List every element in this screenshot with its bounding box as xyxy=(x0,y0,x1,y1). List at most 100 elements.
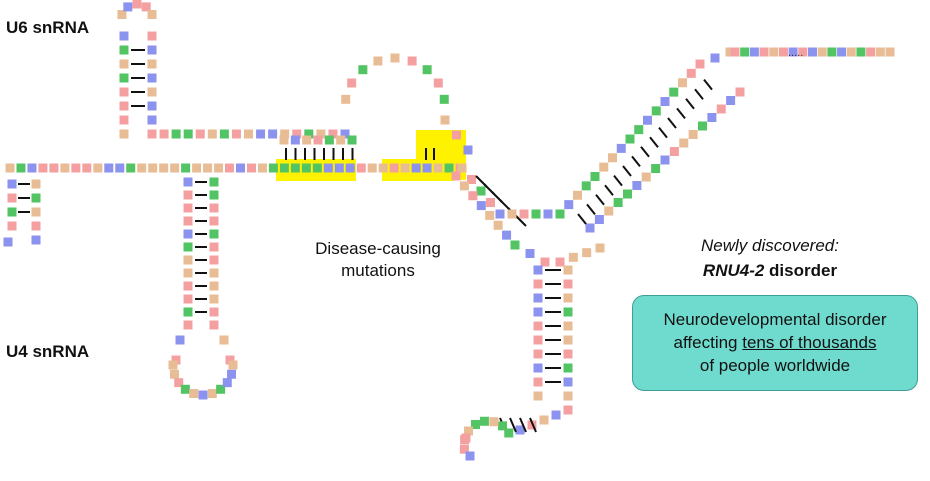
base-pair-bond xyxy=(694,88,704,100)
nucleotide xyxy=(147,31,157,41)
nucleotide xyxy=(778,47,788,57)
nucleotide xyxy=(7,221,17,231)
nucleotide xyxy=(209,216,219,226)
nucleotide xyxy=(507,209,517,219)
nucleotide xyxy=(837,47,847,57)
u4-snrna-label: U4 snRNA xyxy=(6,342,90,361)
nucleotide xyxy=(222,378,232,388)
nucleotide xyxy=(422,65,432,75)
nucleotide xyxy=(486,198,495,207)
nucleotide xyxy=(183,268,193,278)
nucleotide xyxy=(219,335,229,345)
nucleotide xyxy=(563,363,573,373)
nucleotide xyxy=(119,115,129,125)
nucleotide xyxy=(147,10,157,20)
nucleotide xyxy=(439,94,449,104)
base-pair-bond xyxy=(586,203,596,216)
nucleotide xyxy=(798,47,808,57)
nucleotide xyxy=(660,97,670,106)
nucleotide xyxy=(525,249,535,258)
nucleotide xyxy=(279,163,289,173)
base-pair-bond xyxy=(509,417,517,433)
nucleotide xyxy=(533,279,543,289)
nucleotide xyxy=(123,2,133,12)
nucleotide xyxy=(292,129,302,139)
nucleotide xyxy=(257,163,267,173)
nucleotide xyxy=(301,163,311,173)
nucleotide xyxy=(268,129,278,139)
nucleotide xyxy=(651,106,661,116)
nucleotide xyxy=(209,294,219,304)
nucleotide xyxy=(573,190,582,200)
nucleotide xyxy=(608,153,617,163)
nucleotide xyxy=(510,240,520,250)
nucleotide xyxy=(93,163,103,173)
nucleotide xyxy=(183,216,193,226)
nucleotide xyxy=(686,68,696,78)
nucleotide xyxy=(169,369,179,379)
nucleotide xyxy=(533,391,543,401)
nucleotide xyxy=(183,307,193,317)
nucleotide xyxy=(38,163,48,173)
mutation-annotation-line2: mutations xyxy=(341,261,415,280)
nucleotide xyxy=(268,163,278,173)
nucleotide xyxy=(345,163,355,173)
nucleotide xyxy=(119,31,129,41)
nucleotide xyxy=(555,209,565,219)
nucleotide xyxy=(203,163,213,173)
nucleotide xyxy=(290,163,300,173)
box-line-2-underlined: tens of thousands xyxy=(742,333,877,352)
nucleotide xyxy=(159,163,169,173)
nucleotide xyxy=(280,129,290,139)
nucleotide xyxy=(533,377,543,387)
box-line-3: of people worldwide xyxy=(699,356,851,375)
nucleotide xyxy=(7,179,17,189)
nucleotide xyxy=(451,171,461,181)
nucleotide xyxy=(669,87,679,97)
nucleotide xyxy=(147,115,157,125)
nucleotide xyxy=(634,125,644,135)
base-pair-bond xyxy=(622,165,632,177)
nucleotide xyxy=(489,417,499,427)
nucleotide xyxy=(688,130,698,139)
nucleotide xyxy=(235,163,245,173)
nucleotide xyxy=(856,47,866,57)
nucleotide xyxy=(563,293,573,303)
nucleotide xyxy=(71,163,81,173)
nucleotide xyxy=(183,294,193,304)
nucleotide xyxy=(625,134,635,144)
nucleotide xyxy=(468,191,478,201)
nucleotide xyxy=(246,163,256,173)
base-pair-bond xyxy=(640,146,650,158)
nucleotide xyxy=(604,206,614,216)
nucleotide xyxy=(3,237,13,247)
disorder-word: disorder xyxy=(764,261,838,280)
nucleotide xyxy=(207,389,217,399)
nucleotide xyxy=(209,177,219,187)
nucleotide xyxy=(563,321,573,331)
nucleotide xyxy=(209,281,219,291)
nucleotide xyxy=(209,307,219,317)
nucleotide xyxy=(198,390,208,400)
nucleotide xyxy=(304,129,314,139)
nucleotide xyxy=(209,242,219,252)
nucleotide xyxy=(147,73,157,83)
gene-name: RNU4-2 xyxy=(702,261,765,280)
nucleotide xyxy=(467,175,476,184)
nucleotide xyxy=(207,129,217,139)
nucleotide xyxy=(749,47,759,57)
nucleotide xyxy=(31,221,41,231)
nucleotide xyxy=(313,135,323,145)
nucleotide xyxy=(183,229,193,239)
nucleotide xyxy=(616,143,626,153)
nucleotide xyxy=(183,203,193,213)
mutation-annotation: Disease-causing mutations xyxy=(278,238,478,282)
nucleotide xyxy=(531,209,541,219)
nucleotide xyxy=(302,135,312,145)
nucleotide xyxy=(533,307,543,317)
box-line-2: affecting tens of thousands xyxy=(633,331,917,354)
nucleotide xyxy=(5,163,15,173)
nucleotide xyxy=(336,135,346,145)
nucleotide xyxy=(730,47,740,57)
nucleotide xyxy=(707,113,717,122)
